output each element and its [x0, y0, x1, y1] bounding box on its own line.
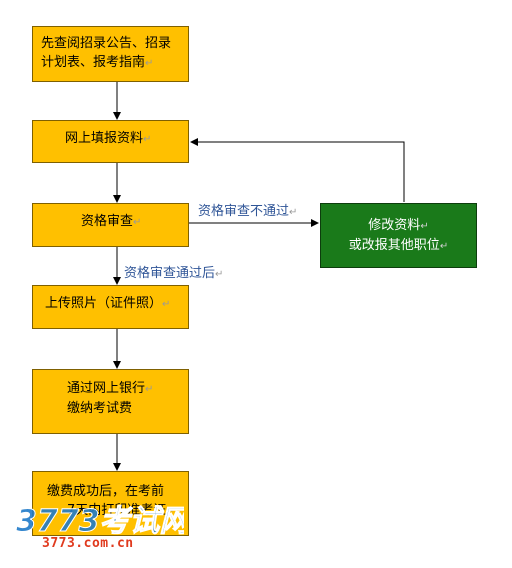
arrow-modify-back-to-form — [190, 138, 405, 202]
step-upload-photo: 上传照片（证件照）↵ — [32, 285, 189, 329]
side-modify-line2: 或改报其他职位↵ — [348, 237, 449, 253]
step-qualification-review: 资格审查↵ — [32, 203, 189, 247]
step-print-admission-ticket: 缴费成功后，在考前 7天内打印准考证↵ — [32, 471, 189, 536]
label-review-passed: 资格审查通过后↵ — [124, 266, 224, 281]
svg-text:3773考试网: 3773考试网 — [16, 504, 184, 539]
site-watermark-logo: 3773考试网 — [16, 504, 185, 540]
step-read-announcement-line1: 先查阅招录公告、招录 — [41, 36, 172, 51]
step-fill-online-form-text: 网上填报资料↵ — [65, 131, 152, 146]
label-review-failed: 资格审查不通过↵ — [198, 204, 298, 219]
step-fill-online-form: 网上填报资料↵ — [32, 120, 189, 163]
step-read-announcement: 先查阅招录公告、招录 计划表、报考指南↵ — [32, 26, 189, 82]
step-print-admission-ticket-line2: 7天内打印准考证↵ — [67, 503, 175, 518]
side-modify-line1: 修改资料↵ — [368, 217, 429, 233]
step-pay-exam-fee: 通过网上银行↵ 缴纳考试费 — [32, 369, 189, 434]
side-modify-or-reapply-text: 修改资料↵ 或改报其他职位↵ — [349, 216, 448, 256]
step-read-announcement-line2: 计划表、报考指南↵ — [41, 55, 154, 70]
watermark-domain: 3773.com.cn — [42, 536, 134, 551]
step-pay-exam-fee-line1: 通过网上银行↵ — [67, 381, 154, 396]
step-upload-photo-text: 上传照片（证件照）↵ — [45, 296, 171, 311]
step-print-admission-ticket-line1: 缴费成功后，在考前 — [47, 484, 165, 499]
step-pay-exam-fee-line2: 缴纳考试费 — [67, 401, 133, 416]
side-modify-or-reapply: 修改资料↵ 或改报其他职位↵ — [320, 203, 477, 268]
step-qualification-review-text: 资格审查↵ — [81, 214, 142, 229]
